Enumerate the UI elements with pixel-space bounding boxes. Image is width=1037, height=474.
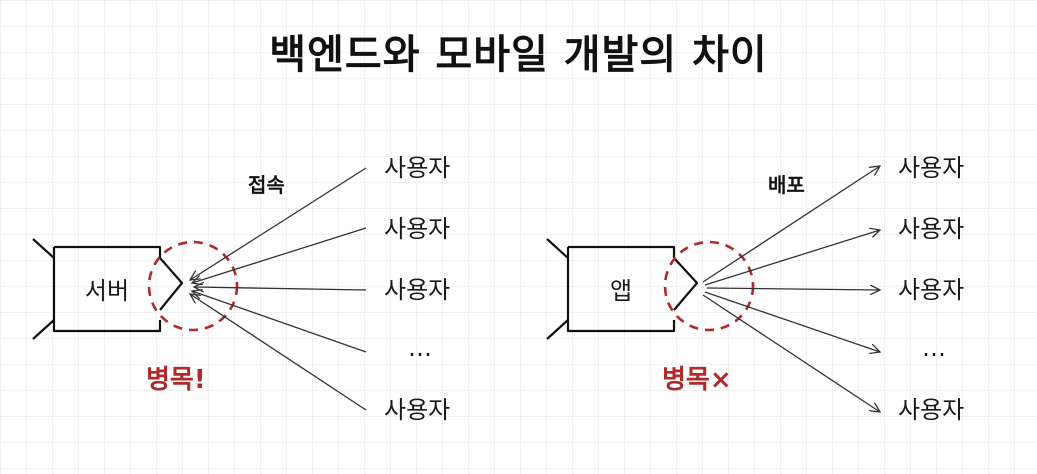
server-bottleneck-circle [147, 240, 239, 332]
server-box-opening [159, 257, 184, 311]
arrow-user-to-server [190, 167, 367, 280]
server-user-ellipsis: … [408, 334, 432, 362]
bottleneck-warning: 병목! [146, 365, 206, 395]
server-user-label: 사용자 [384, 154, 450, 182]
app-user-label: 사용자 [898, 276, 964, 304]
server-box-flap [32, 238, 55, 259]
arrow-user-to-server [190, 294, 367, 411]
arrow-app-to-user [702, 294, 880, 412]
app-box [546, 238, 699, 340]
app-user-ellipsis: … [922, 334, 946, 362]
arrow-app-to-user [704, 291, 880, 352]
app-box-flap [546, 319, 569, 340]
app-box-flap [546, 238, 569, 259]
distribute-label: 배포 [768, 173, 805, 197]
app-bottleneck-circle [663, 240, 755, 332]
server-box [32, 238, 184, 340]
arrow-user-to-server [194, 287, 367, 290]
no-bottleneck-note: 병목× [662, 365, 732, 395]
server-diagram: 서버 접속 사용자 사용자 사용자 … 사용자 병목! [32, 154, 450, 424]
server-incoming-arrows [190, 167, 367, 411]
app-box-opening [673, 257, 699, 311]
arrow-user-to-server [192, 227, 367, 283]
server-label: 서버 [85, 277, 129, 305]
server-box-flap [32, 319, 55, 340]
server-user-label: 사용자 [384, 396, 450, 424]
arrow-app-to-user [704, 230, 880, 286]
connect-label: 접속 [248, 173, 285, 197]
app-user-label: 사용자 [898, 396, 964, 424]
server-user-label: 사용자 [384, 215, 450, 243]
app-user-label: 사용자 [898, 154, 964, 182]
arrow-app-to-user [702, 166, 880, 283]
arrow-user-to-server [192, 291, 367, 353]
page-title: 백엔드와 모바일 개발의 차이 [269, 32, 768, 78]
arrow-app-to-user [706, 288, 880, 290]
app-diagram: 앱 배포 사용자 사용자 사용자 … 사용자 병목× [546, 154, 964, 424]
server-user-label: 사용자 [384, 276, 450, 304]
app-label: 앱 [610, 277, 632, 305]
app-outgoing-arrows [702, 166, 880, 412]
app-user-label: 사용자 [898, 215, 964, 243]
